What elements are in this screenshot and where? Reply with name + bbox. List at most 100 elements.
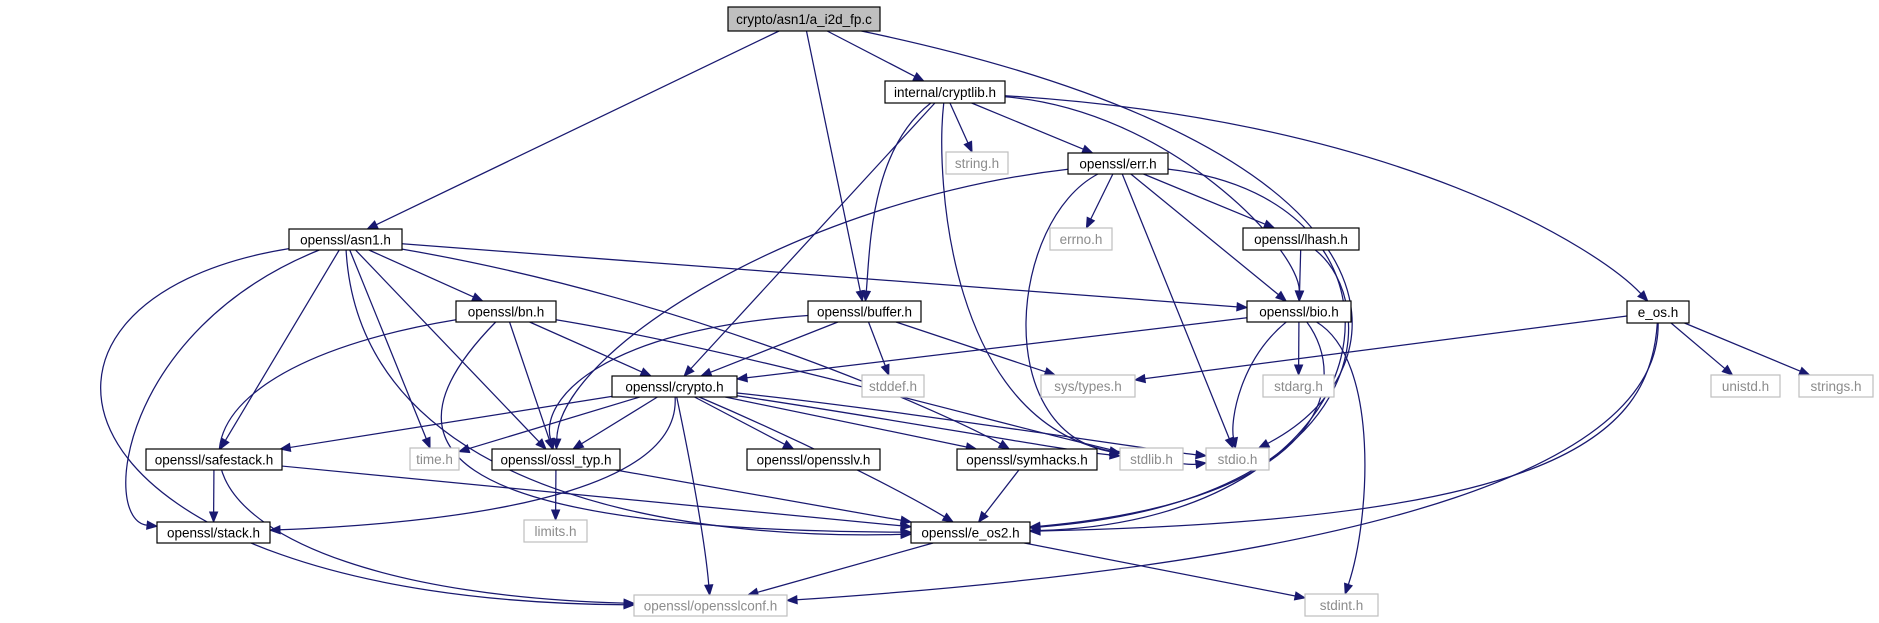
node-label: openssl/safestack.h — [155, 453, 274, 468]
node-e_os2[interactable]: openssl/e_os2.h — [910, 521, 1031, 544]
node-label: stdarg.h — [1274, 379, 1323, 394]
edge-bn-to-opensslconf — [218, 319, 636, 608]
arrowhead-icon — [639, 367, 653, 377]
node-stdlib[interactable]: stdlib.h — [1119, 447, 1184, 471]
arrowhead-icon — [1721, 364, 1734, 376]
arrowhead-icon — [683, 365, 695, 377]
node-asn1[interactable]: openssl/asn1.h — [288, 228, 403, 251]
edge-err-to-ossl_typ — [552, 168, 1069, 451]
node-opensslconf[interactable]: openssl/opensslconf.h — [633, 594, 788, 617]
edge-line — [895, 321, 1046, 373]
node-cryptlib[interactable]: internal/cryptlib.h — [884, 80, 1006, 104]
node-box — [409, 447, 460, 471]
node-label: stddef.h — [869, 379, 917, 394]
node-systypes[interactable]: sys/types.h — [1040, 374, 1136, 398]
node-stdio[interactable]: stdio.h — [1205, 447, 1270, 471]
edge-line — [865, 102, 932, 292]
node-label: sys/types.h — [1054, 379, 1122, 394]
node-label: openssl/ossl_typ.h — [500, 453, 611, 468]
nodes-layer: crypto/asn1/a_i2d_fp.c internal/cryptlib.… — [145, 6, 1874, 617]
node-opensslv[interactable]: openssl/opensslv.h — [746, 448, 881, 471]
edge-e_os2-to-stdint — [1024, 542, 1307, 601]
edge-line — [281, 465, 902, 527]
node-box — [1246, 300, 1352, 323]
edge-line — [100, 247, 625, 606]
edge-line — [971, 102, 1084, 150]
edge-safestack-to-stack — [208, 469, 219, 524]
arrowhead-icon — [1133, 373, 1147, 384]
node-bn[interactable]: openssl/bn.h — [455, 300, 557, 323]
arrowhead-icon — [1194, 459, 1208, 469]
edge-buffer-to-ossl_typ — [545, 314, 809, 451]
edge-line — [1039, 168, 1346, 532]
node-stddef[interactable]: stddef.h — [861, 374, 925, 398]
node-box — [523, 519, 588, 543]
edge-line — [1684, 322, 1801, 372]
node-symhacks[interactable]: openssl/symhacks.h — [956, 448, 1098, 471]
arrowhead-icon — [1293, 364, 1304, 377]
node-safestack[interactable]: openssl/safestack.h — [145, 448, 283, 471]
node-label: limits.h — [534, 524, 576, 539]
arrowhead-icon — [880, 363, 890, 377]
edge-cryptlib-to-buffer — [861, 102, 932, 303]
node-buffer[interactable]: openssl/buffer.h — [807, 300, 922, 323]
edge-line — [1144, 315, 1628, 380]
arrowhead-icon — [1293, 591, 1307, 601]
edge-asn1-to-stack — [125, 249, 320, 530]
node-box — [1262, 374, 1335, 398]
node-string[interactable]: string.h — [945, 151, 1009, 175]
node-lhash[interactable]: openssl/lhash.h — [1242, 227, 1360, 251]
node-err[interactable]: openssl/err.h — [1067, 152, 1169, 175]
arrowhead-icon — [912, 71, 925, 82]
edge-line — [941, 102, 1111, 452]
node-crypto[interactable]: openssl/crypto.h — [611, 375, 738, 398]
edge-line — [796, 322, 1659, 601]
edge-cryptlib-to-e_os — [1004, 95, 1649, 302]
edge-asn1-to-time — [349, 249, 431, 450]
arrowhead-icon — [571, 439, 585, 450]
node-strings[interactable]: strings.h — [1798, 374, 1874, 398]
node-unistd[interactable]: unistd.h — [1710, 374, 1781, 398]
arrowhead-icon — [268, 525, 281, 535]
edge-bio-to-e_os2 — [1028, 321, 1325, 531]
node-box — [746, 448, 881, 471]
node-box — [1067, 152, 1169, 175]
node-errno[interactable]: errno.h — [1049, 227, 1113, 251]
node-stdarg[interactable]: stdarg.h — [1262, 374, 1335, 398]
arrowhead-icon — [1798, 366, 1811, 376]
edge-ossl_typ-to-e_os2 — [615, 469, 913, 525]
node-stack[interactable]: openssl/stack.h — [156, 521, 271, 544]
node-box — [633, 594, 788, 617]
edge-line — [1039, 322, 1658, 532]
arrowhead-icon — [535, 438, 547, 450]
edge-asn1-to-symhacks — [401, 248, 1011, 450]
node-e_os[interactable]: e_os.h — [1626, 300, 1690, 324]
node-a_i2d_fp[interactable]: crypto/asn1/a_i2d_fp.c — [727, 6, 881, 32]
node-label: time.h — [416, 452, 453, 467]
edge-crypto-to-time — [457, 396, 640, 454]
arrowhead-icon — [552, 438, 562, 451]
node-label: openssl/symhacks.h — [966, 453, 1088, 468]
arrowhead-icon — [704, 584, 714, 597]
node-label: strings.h — [1810, 379, 1861, 394]
arrowhead-icon — [941, 512, 955, 523]
edge-e_os-to-e_os2 — [1028, 322, 1658, 536]
edge-line — [290, 395, 613, 449]
edge-bn-to-crypto — [529, 321, 653, 377]
node-stdint[interactable]: stdint.h — [1304, 593, 1379, 617]
node-time[interactable]: time.h — [409, 447, 460, 471]
node-label: openssl/asn1.h — [300, 233, 391, 248]
node-box — [861, 374, 925, 398]
node-ossl_typ[interactable]: openssl/ossl_typ.h — [491, 448, 621, 471]
edge-line — [746, 317, 1248, 379]
node-label: openssl/lhash.h — [1254, 232, 1348, 247]
node-box — [1798, 374, 1874, 398]
node-limits[interactable]: limits.h — [523, 519, 588, 543]
edge-asn1-to-ossl_typ — [355, 249, 547, 450]
arrowhead-icon — [421, 436, 431, 450]
node-bio[interactable]: openssl/bio.h — [1246, 300, 1352, 323]
node-label: string.h — [955, 156, 999, 171]
edge-line — [867, 321, 886, 366]
edge-line — [757, 542, 934, 593]
